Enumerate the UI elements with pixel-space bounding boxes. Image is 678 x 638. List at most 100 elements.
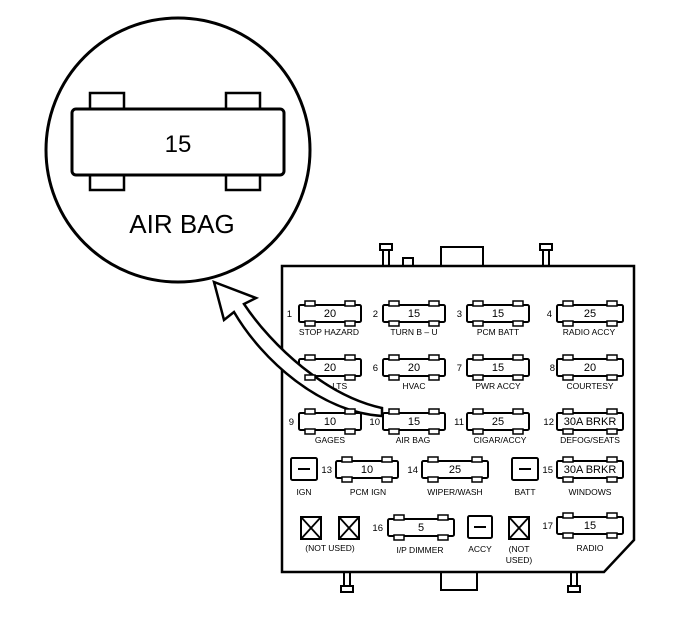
- fuse-blade-tab: [512, 374, 524, 381]
- fuse-blade-tab: [388, 428, 400, 435]
- unused-x-mark: [338, 516, 360, 540]
- fuse-label: RADIO ACCY: [563, 327, 616, 337]
- fuse-slot-number: 12: [543, 417, 554, 428]
- fuse-blade-tab: [471, 476, 483, 483]
- fuse-blade-tab: [472, 300, 484, 307]
- relay-slot: IGN: [290, 457, 318, 497]
- fuse-blade-tab: [562, 532, 574, 539]
- fuse-body: [556, 304, 624, 323]
- fuse-blade-tab: [388, 374, 400, 381]
- fuse-rating: 15: [408, 308, 420, 320]
- fuse-label: CIGAR/ACCY: [474, 435, 527, 445]
- fuse-blade-tab: [562, 456, 574, 463]
- fuse-label: AIR BAG: [396, 435, 430, 445]
- fuse-blade-tab: [304, 320, 316, 327]
- fuse-blade-tab: [472, 320, 484, 327]
- fuse-slot: 5 16 I/P DIMMER: [372, 518, 455, 555]
- fuse-rating: 5: [418, 522, 424, 534]
- mount-pin: [542, 249, 550, 267]
- fuse-rating: 15: [492, 308, 504, 320]
- fuse-rating: 20: [324, 308, 336, 320]
- fuse-slot: 15 10 AIR BAG: [369, 412, 446, 445]
- unused-label: USED): [506, 555, 533, 565]
- fuse-body: [387, 518, 455, 537]
- fuse-blade-tab: [341, 476, 353, 483]
- fuse-blade-tab: [428, 428, 440, 435]
- fuse-slot: 20 6 HVAC: [373, 358, 446, 391]
- fuse-slot-number: 2: [373, 309, 378, 320]
- fuse-blade-tab: [562, 374, 574, 381]
- fuse-slot-number: 9: [289, 417, 294, 428]
- fuse-blade-tab: [472, 354, 484, 361]
- fuse-blade-tab: [606, 512, 618, 519]
- fuse-blade-tab: [428, 300, 440, 307]
- fuse-blade-tab: [606, 428, 618, 435]
- fuse-blade-tab: [606, 300, 618, 307]
- fuse-slot-number: 17: [542, 521, 553, 532]
- unused-label: (NOT USED): [305, 543, 355, 553]
- mount-pin: [570, 571, 578, 587]
- fuse-blade-tab: [606, 476, 618, 483]
- fuse-body: [556, 412, 624, 431]
- callout-magnifier: 15 AIR BAG: [44, 16, 312, 284]
- fuse-blade-tab: [562, 512, 574, 519]
- fuse-slot: 15 2 TURN B – U: [373, 304, 446, 337]
- fuse-slot: 20 1 STOP HAZARD: [287, 304, 362, 337]
- fuse-rating: 25: [584, 308, 596, 320]
- fuse-blade-tab: [344, 408, 356, 415]
- fuse-slot-number: 3: [457, 309, 462, 320]
- fuse-blade-tab: [427, 456, 439, 463]
- fuse-label: PCM BATT: [477, 327, 519, 337]
- fuse-rating: 10: [361, 464, 373, 476]
- callout-fuse: 15: [70, 91, 286, 192]
- fuse-blade-tab: [304, 354, 316, 361]
- fuse-slot: 15 17 RADIO: [542, 516, 624, 553]
- fuse-body: [556, 460, 624, 479]
- fuse-slot: 15 7 PWR ACCY: [457, 358, 530, 391]
- fuse-blade-tab: [437, 514, 449, 521]
- fuse-blade-tab: [428, 408, 440, 415]
- fuse-body: [335, 460, 399, 479]
- fuse-slot: 10 9 GAGES: [289, 412, 362, 445]
- mount-latch-bottom: [440, 571, 478, 591]
- unused-x-mark: [300, 516, 322, 540]
- fuse-body: [382, 358, 446, 377]
- fuse-rating: 20: [584, 362, 596, 374]
- fuse-label: STOP HAZARD: [299, 327, 359, 337]
- fuse-slot-number: 15: [542, 465, 553, 476]
- fuse-blade-tab: [428, 354, 440, 361]
- fuse-blade-tab: [428, 320, 440, 327]
- fuse-slot-number: 4: [547, 309, 552, 320]
- fuse-body: [298, 412, 362, 431]
- fuse-blade-tab: [562, 476, 574, 483]
- fuse-rating: 30A BRKR: [564, 464, 617, 476]
- fuse-blade-tab: [562, 408, 574, 415]
- fuse-body: [466, 304, 530, 323]
- fuse-blade-tab: [427, 476, 439, 483]
- mount-latch-top: [440, 246, 484, 268]
- fuse-rating: 15: [492, 362, 504, 374]
- fuse-blade-tab: [606, 374, 618, 381]
- fuse-blade-tab: [472, 408, 484, 415]
- fuse-slot-number: 14: [407, 465, 418, 476]
- fuse-slot: 10 13 PCM IGN: [321, 460, 399, 497]
- callout-fuse-body: [70, 107, 286, 177]
- fuse-blade-tab: [472, 374, 484, 381]
- arrow-shape: [212, 279, 384, 418]
- fuse-blade-tab: [393, 534, 405, 541]
- fuse-rating: 20: [408, 362, 420, 374]
- fuse-label: WINDOWS: [569, 487, 612, 497]
- fuse-blade-tab: [344, 354, 356, 361]
- fuse-slot-number: 11: [454, 417, 464, 428]
- fuse-slot-number: 16: [372, 523, 383, 534]
- fuse-body: [382, 304, 446, 323]
- unused-slot: [300, 516, 322, 540]
- fuse-blade-tab: [344, 428, 356, 435]
- fuse-blade-tab: [304, 374, 316, 381]
- fuse-rating: 20: [324, 362, 336, 374]
- fuse-blade-tab: [388, 408, 400, 415]
- fuse-label: RADIO: [577, 543, 604, 553]
- fuse-blade-tab: [562, 320, 574, 327]
- fuse-tab-marks: [304, 300, 618, 541]
- fuse-blade-tab: [381, 456, 393, 463]
